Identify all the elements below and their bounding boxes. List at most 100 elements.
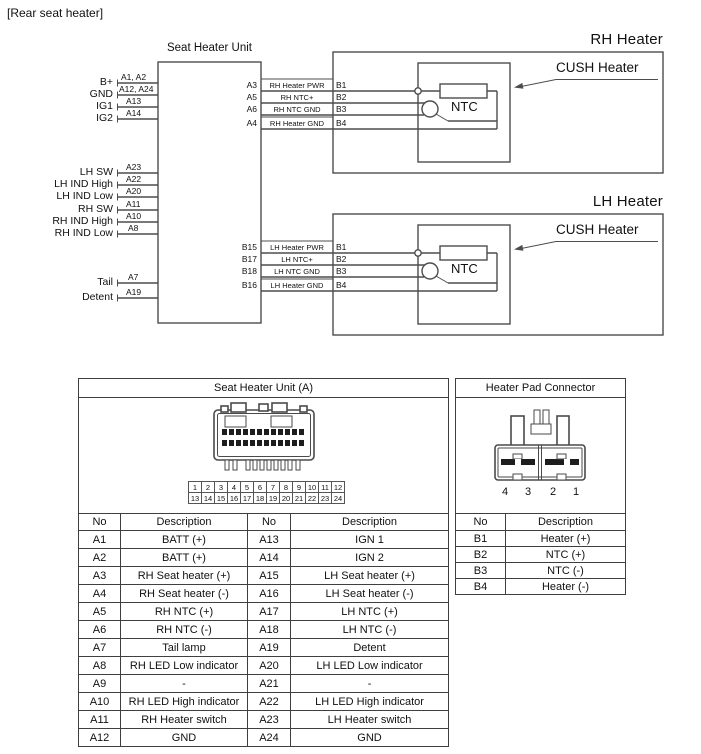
pin-desc-cell: LH LED Low indicator xyxy=(289,656,450,675)
lh-wires xyxy=(261,252,498,292)
pin-desc-cell: LH LED High indicator xyxy=(289,692,450,711)
pin-number: A14 xyxy=(126,108,142,118)
pin-no-cell: A8 xyxy=(78,656,121,675)
pin-no-cell: B4 xyxy=(455,578,506,595)
pin-no-cell: A21 xyxy=(247,674,291,693)
page-title: [Rear seat heater] xyxy=(7,6,104,20)
heater-pad-connector-table: Heater Pad Connector 4 xyxy=(454,378,627,595)
pad-pin-number: B1 xyxy=(336,80,347,90)
pin-grid-cell: 7 xyxy=(266,481,280,493)
unit-left-stub-wires xyxy=(117,79,158,302)
pin-desc-cell: Heater (-) xyxy=(504,578,627,595)
pin-no-cell: A17 xyxy=(247,602,291,621)
col-header: No xyxy=(455,513,506,531)
pad-pin-number: B3 xyxy=(336,266,347,276)
pin-no-cell: A1 xyxy=(78,530,121,549)
pin-desc-cell: BATT (+) xyxy=(120,548,248,567)
lh-cush-label: CUSH Heater xyxy=(556,222,639,237)
col-header: Description xyxy=(504,513,627,531)
col-header: Description xyxy=(120,513,248,531)
pad-pin-3-label: 3 xyxy=(524,486,532,498)
pin-no-cell: A15 xyxy=(247,566,291,585)
pin-desc-cell: GND xyxy=(289,728,450,747)
pin-grid-cell: 11 xyxy=(318,481,332,493)
rh-heater-resistor xyxy=(439,83,488,99)
pin-no-cell: A9 xyxy=(78,674,121,693)
pad-pin-number: B4 xyxy=(336,118,347,128)
pin-desc-cell: LH NTC (+) xyxy=(289,602,450,621)
pin-desc-cell: GND xyxy=(120,728,248,747)
unit-pin-number: A3 xyxy=(246,80,257,90)
pin-grid-cell: 21 xyxy=(292,492,306,504)
connector-image-row: 4 3 2 1 xyxy=(454,397,627,514)
pin-desc-cell: RH NTC (+) xyxy=(120,602,248,621)
rh-junction-dot xyxy=(414,87,422,95)
pin-desc-cell: LH Seat heater (+) xyxy=(289,566,450,585)
seat-heater-unit-table: Seat Heater Unit (A) xyxy=(77,378,450,747)
pin-desc-cell: Tail lamp xyxy=(120,638,248,657)
connector-pin-row-1 xyxy=(222,429,304,435)
table-title-row: Seat Heater Unit (A) xyxy=(77,378,450,398)
pad-table-title: Heater Pad Connector xyxy=(454,378,627,398)
pin-no-cell: A14 xyxy=(247,548,291,567)
pad-pin-4-label: 4 xyxy=(501,486,509,498)
heater-pad-connector-drawing xyxy=(494,409,586,481)
pin-no-cell: A2 xyxy=(78,548,121,567)
table-row: A9-A21- xyxy=(78,674,450,693)
unit-pin-number: B18 xyxy=(241,266,257,276)
pin-desc-cell: BATT (+) xyxy=(120,530,248,549)
connector-pin-row-2 xyxy=(222,440,304,446)
pin-number: A13 xyxy=(126,96,142,106)
pin-no-cell: A6 xyxy=(78,620,121,639)
pin-number: A10 xyxy=(126,211,142,221)
pin-grid-cell: 5 xyxy=(240,481,254,493)
pin-no-cell: A19 xyxy=(247,638,291,657)
rh-cush-label: CUSH Heater xyxy=(556,60,639,75)
pin-grid-cell: 24 xyxy=(331,492,345,504)
pin-desc-cell: LH Heater switch xyxy=(289,710,450,729)
unit-pin-number: A5 xyxy=(246,92,257,102)
pin-grid-cell: 13 xyxy=(188,492,202,504)
pin-grid-cell: 10 xyxy=(305,481,319,493)
pin-desc-cell: NTC (+) xyxy=(504,546,627,563)
pin-desc-cell: RH LED High indicator xyxy=(120,692,248,711)
connector-bottom-teeth xyxy=(224,459,301,471)
pin-label: IG2 xyxy=(96,112,113,124)
pin-label: IG1 xyxy=(96,100,113,112)
pin-no-cell: A20 xyxy=(247,656,291,675)
pin-number: A19 xyxy=(126,287,142,297)
pin-number: A8 xyxy=(128,223,139,233)
rh-wires xyxy=(261,90,498,130)
pin-no-cell: A12 xyxy=(78,728,121,747)
pin-grid-cell: 22 xyxy=(305,492,319,504)
pin-label: LH IND Low xyxy=(56,190,113,202)
pin-desc-cell: LH NTC (-) xyxy=(289,620,450,639)
pin-desc-cell: RH Seat heater (+) xyxy=(120,566,248,585)
pad-pin-number: B2 xyxy=(336,254,347,264)
wire-name: LH NTC GND xyxy=(274,267,320,276)
rh-cush-leader-arrow xyxy=(514,79,658,89)
pin-label: B+ xyxy=(99,76,113,88)
pin-label: LH SW xyxy=(79,166,113,178)
pin-label: RH IND High xyxy=(52,215,113,227)
pin-grid-cell: 17 xyxy=(240,492,254,504)
pin-grid-cell: 18 xyxy=(253,492,267,504)
pin-grid-cell: 8 xyxy=(279,481,293,493)
pin-grid-cell: 9 xyxy=(292,481,306,493)
unit-pin-number: A4 xyxy=(246,118,257,128)
pin-desc-cell: LH Seat heater (-) xyxy=(289,584,450,603)
pin-desc-cell: RH Seat heater (-) xyxy=(120,584,248,603)
pin-desc-cell: Detent xyxy=(289,638,450,657)
pin-label: Tail xyxy=(97,276,113,288)
wire-name: RH Heater PWR xyxy=(269,81,325,90)
pin-desc-cell: NTC (-) xyxy=(504,562,627,579)
lh-cush-leader-arrow xyxy=(514,241,658,251)
